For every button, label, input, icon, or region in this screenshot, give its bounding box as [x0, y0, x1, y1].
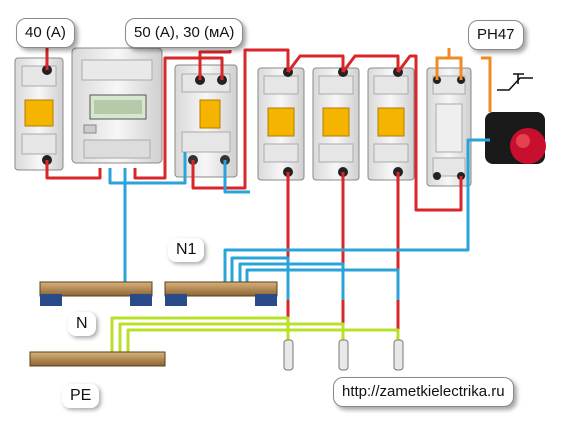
label-input-breaker: 40 (А): [16, 18, 75, 48]
energy-meter: [71, 47, 163, 164]
site-url-link[interactable]: http://zametkielectrika.ru: [333, 377, 514, 407]
rcd-device: [174, 64, 238, 178]
input-breaker: [14, 57, 64, 171]
neutral-busbar-n1: [164, 281, 278, 306]
wire-terminals: [283, 339, 404, 371]
neutral-wires: [108, 138, 490, 300]
label-relay: РН47: [468, 20, 524, 50]
relay-wire: [435, 48, 492, 112]
breaker-3: [367, 67, 415, 181]
label-ground-pe: PE: [62, 384, 100, 408]
ground-busbar-pe: [29, 351, 166, 367]
ground-wires: [110, 316, 400, 352]
label-neutral-n1: N1: [168, 238, 205, 262]
phase-wires: [45, 48, 463, 340]
push-button: [485, 112, 546, 164]
voltage-relay: [426, 67, 472, 187]
label-rcd: 50 (А), 30 (мА): [125, 18, 244, 48]
switch-symbol: [497, 73, 533, 91]
breaker-2: [312, 67, 360, 181]
label-neutral-n: N: [68, 312, 96, 336]
neutral-busbar-n: [39, 281, 153, 306]
breaker-1: [257, 67, 305, 181]
